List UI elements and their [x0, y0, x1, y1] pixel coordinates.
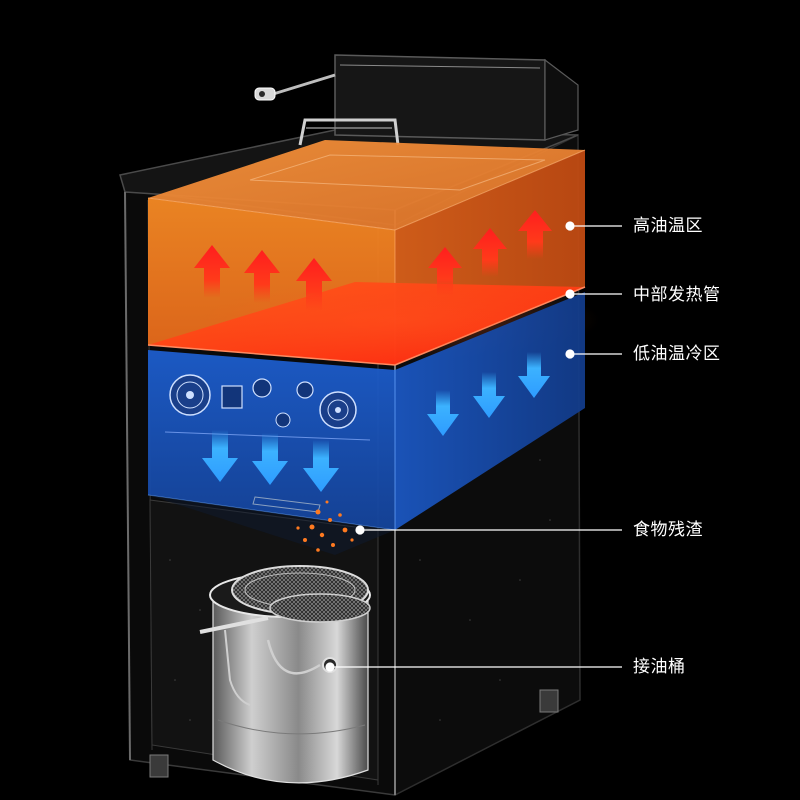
- label-food-residue: 食物残渣: [633, 519, 703, 541]
- label-low-temp-zone: 低油温冷区: [633, 343, 721, 365]
- callout-dot: [566, 222, 574, 230]
- callout-dot: [326, 663, 334, 671]
- callout-dot: [566, 350, 574, 358]
- callout-dot: [356, 526, 364, 534]
- label-high-temp-zone: 高油温区: [633, 215, 703, 237]
- label-oil-bucket: 接油桶: [633, 656, 686, 678]
- label-heating-tube: 中部发热管: [633, 284, 721, 306]
- oil-bucket: [200, 566, 370, 783]
- callout-dot: [566, 290, 574, 298]
- control-head: [255, 55, 578, 145]
